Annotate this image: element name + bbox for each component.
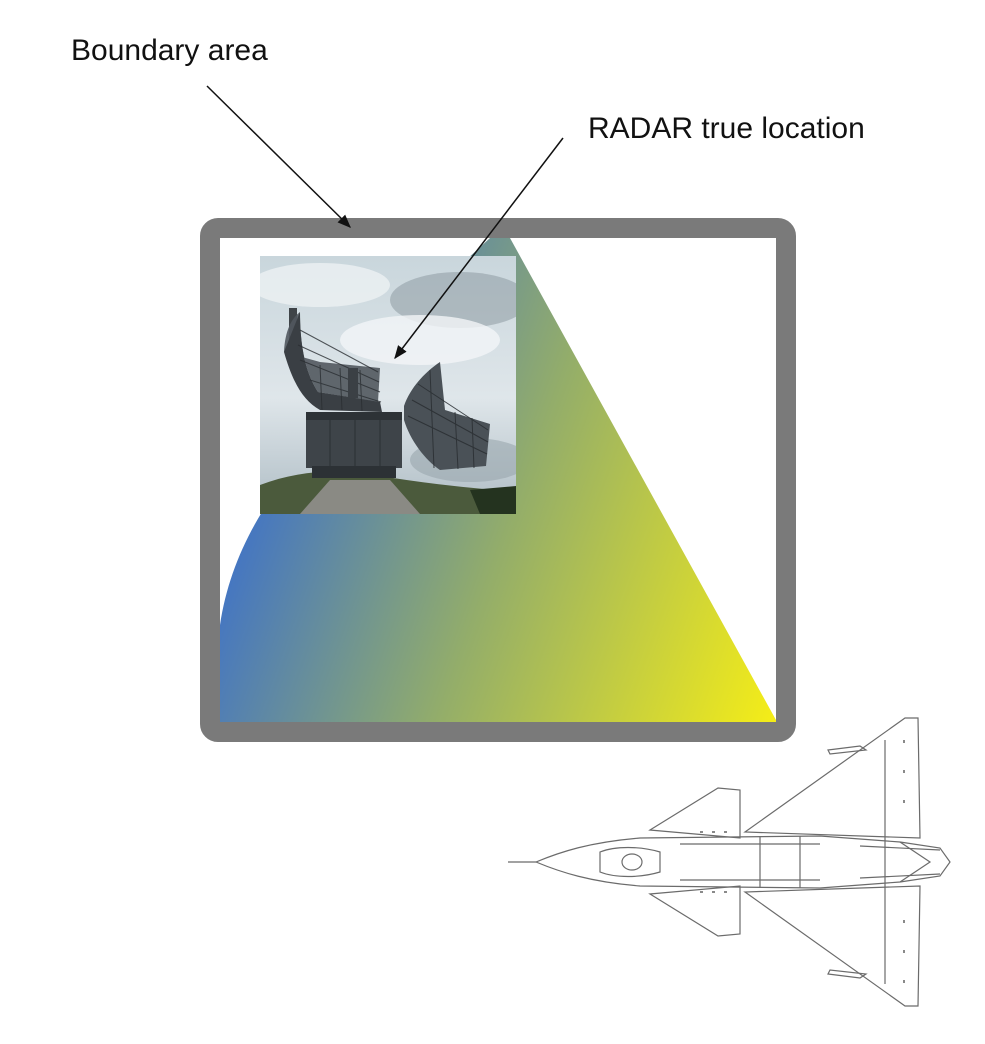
radar-arrow xyxy=(394,137,564,360)
delta-wing-jet-icon xyxy=(508,717,951,1007)
radar-true-location-label: RADAR true location xyxy=(588,112,865,145)
boundary-area-label: Boundary area xyxy=(71,34,268,67)
radar-antenna-photo-icon xyxy=(260,256,516,514)
boundary-arrow xyxy=(206,85,351,228)
